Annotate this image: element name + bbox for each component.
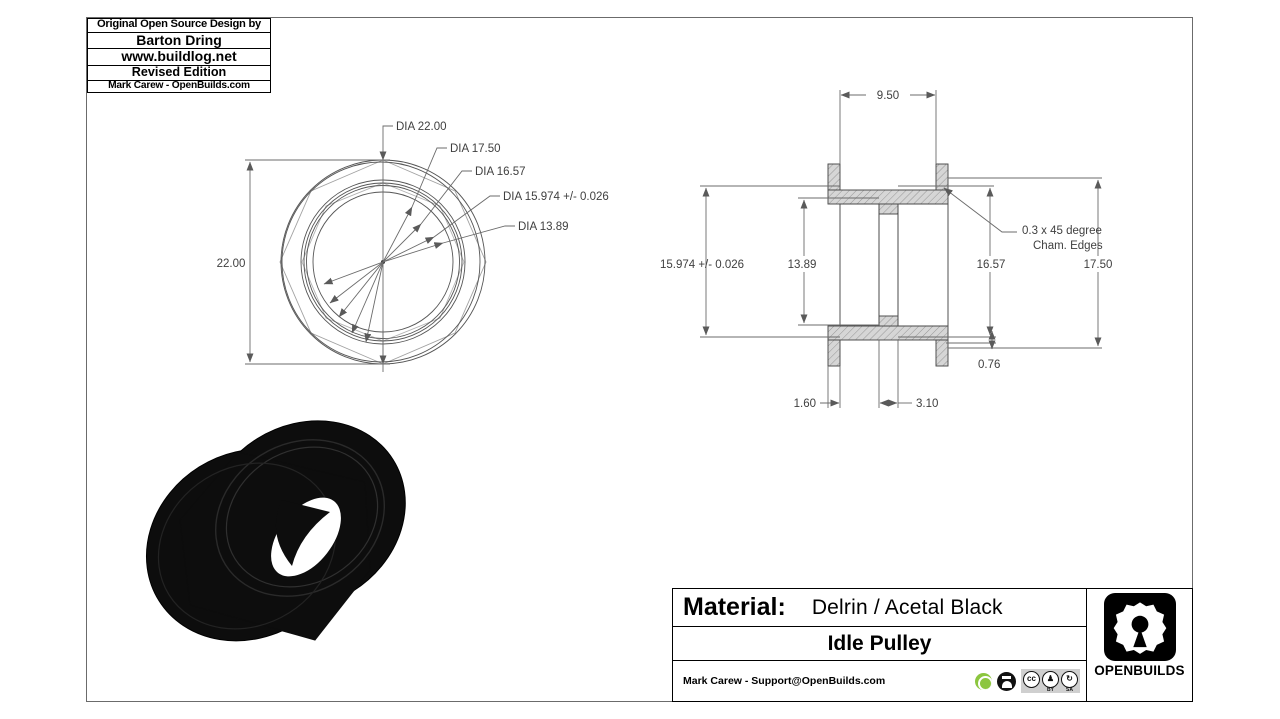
leader-dia-17-50-label: DIA 17.50 (450, 143, 501, 155)
openbuilds-wordmark: OPENBUILDS (1094, 663, 1185, 678)
cc-sa-caption: SA (1066, 686, 1073, 693)
cc-logo-icon: cc (1023, 670, 1040, 688)
dim-overall-22-label: 22.00 (217, 258, 246, 270)
credits-block: Original Open Source Design by Barton Dr… (87, 18, 271, 94)
dimension-0-76: 0.76 (946, 330, 1000, 371)
leader-dia-13-89: DIA 13.89 (382, 221, 569, 263)
dimension-13-89: 13.89 (782, 197, 879, 326)
dimension-3-10: 3.10 (878, 340, 938, 410)
dim-17-50-label: 17.50 (1084, 259, 1113, 271)
part-name-row: Idle Pulley (673, 627, 1086, 661)
credits-line-4: Revised Edition (88, 65, 270, 81)
title-block-text-area: Material: Delrin / Acetal Black Idle Pul… (672, 588, 1086, 702)
cc-by-caption: BY (1047, 686, 1054, 693)
leader-dia-22: DIA 22.00 (379, 121, 447, 161)
contact-row: Mark Carew - Support@OpenBuilds.com cc ♟… (673, 661, 1086, 701)
openbuilds-logo-block: OPENBUILDS (1086, 588, 1193, 702)
leader-dia-16-57-label: DIA 16.57 (475, 166, 526, 178)
credits-line-3: www.buildlog.net (88, 49, 270, 66)
title-block: Material: Delrin / Acetal Black Idle Pul… (672, 588, 1193, 702)
sheet-border (86, 17, 1193, 702)
dim-9-50-label: 9.50 (877, 90, 899, 102)
dimension-16-57: 16.57 (898, 185, 1011, 338)
open-hardware-icon (997, 671, 1016, 691)
chamfer-note-line-2: Cham. Edges (1033, 240, 1103, 252)
dimension-overall-22: 22.00 (217, 159, 390, 365)
section-view-geometry (827, 163, 949, 367)
contact-text: Mark Carew - Support@OpenBuilds.com (683, 675, 886, 687)
dim-1-60-label: 1.60 (794, 398, 816, 410)
leader-dia-15-974-label: DIA 15.974 +/- 0.026 (503, 191, 609, 203)
credits-line-1: Original Open Source Design by (88, 18, 270, 33)
cc-by-icon: ♟ (1042, 670, 1059, 688)
leader-dia-16-57: DIA 16.57 (382, 166, 526, 263)
cc-sa-icon: ↻ (1061, 670, 1078, 688)
leader-dia-15-974: DIA 15.974 +/- 0.026 (382, 191, 609, 263)
dim-15-974-label: 15.974 +/- 0.026 (660, 259, 744, 271)
credits-line-5: Mark Carew - OpenBuilds.com (108, 79, 250, 91)
dim-3-10-label: 3.10 (916, 398, 938, 410)
part-name: Idle Pulley (827, 631, 932, 655)
dim-0-76-label: 0.76 (978, 359, 1000, 371)
license-badges: cc ♟ BY ↻ SA (975, 669, 1080, 693)
credits-line-2: Barton Dring (88, 33, 270, 50)
chamfer-note-line-1: 0.3 x 45 degree (1022, 225, 1102, 237)
creative-commons-icon: cc ♟ BY ↻ SA (1021, 669, 1080, 693)
material-value: Delrin / Acetal Black (811, 595, 1003, 619)
material-label: Material: (683, 593, 786, 621)
dim-13-89-label: 13.89 (788, 259, 817, 271)
openbuilds-gear-icon (1103, 593, 1176, 661)
front-view-opposite-arrows (323, 261, 384, 343)
leader-dia-13-89-label: DIA 13.89 (518, 221, 569, 233)
pulley-3d-body (145, 420, 406, 642)
dimension-1-60: 1.60 (794, 366, 841, 410)
leader-dia-17-50: DIA 17.50 (382, 143, 501, 263)
dimension-17-50: 17.50 (948, 177, 1120, 349)
dim-16-57-label: 16.57 (977, 259, 1006, 271)
leader-dia-22-label: DIA 22.00 (396, 121, 447, 133)
dimension-9-50: 9.50 (839, 87, 937, 164)
leader-chamfer-note: 0.3 x 45 degree Cham. Edges (943, 187, 1103, 252)
material-row: Material: Delrin / Acetal Black (673, 589, 1086, 627)
dimension-15-974: 15.974 +/- 0.026 (660, 185, 840, 338)
open-source-hardware-icon (975, 672, 992, 690)
